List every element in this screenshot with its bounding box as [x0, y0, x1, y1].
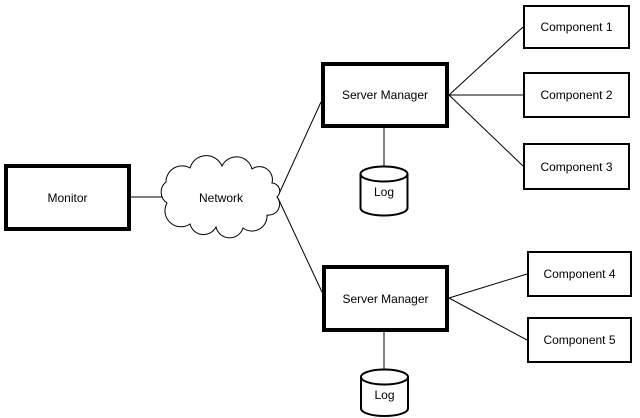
- node-component-3: Component 3: [523, 143, 630, 190]
- node-monitor-label: Monitor: [47, 190, 88, 205]
- edge-server-manager-1-component-1: [448, 26, 524, 96]
- edge-server-manager-1-component-3: [448, 94, 524, 167]
- node-component-3-label: Component 3: [540, 159, 613, 174]
- network-cloud-shape: [160, 155, 281, 239]
- node-component-1: Component 1: [523, 5, 630, 49]
- node-server-manager-2: Server Manager: [322, 265, 449, 332]
- edge-network-server-manager-1: [277, 101, 322, 197]
- node-component-5: Component 5: [527, 317, 632, 363]
- node-component-2: Component 2: [523, 72, 630, 118]
- log-cylinder-2: [360, 368, 409, 417]
- log-cylinder-1: [359, 165, 409, 217]
- edge-network-server-manager-2: [277, 197, 323, 293]
- node-server-manager-1-label: Server Manager: [341, 88, 429, 102]
- node-component-5-label: Component 5: [543, 333, 616, 347]
- edge-server-manager-2-component-4: [448, 273, 528, 299]
- node-component-1-label: Component 1: [540, 20, 613, 34]
- edge-server-manager-2-component-5: [448, 297, 528, 341]
- node-component-4: Component 4: [527, 251, 632, 297]
- node-component-4-label: Component 4: [543, 267, 616, 281]
- node-server-manager-2-label: Server Manager: [342, 291, 429, 306]
- node-server-manager-1: Server Manager: [321, 62, 449, 128]
- node-component-2-label: Component 2: [540, 88, 613, 102]
- node-monitor: Monitor: [4, 164, 131, 231]
